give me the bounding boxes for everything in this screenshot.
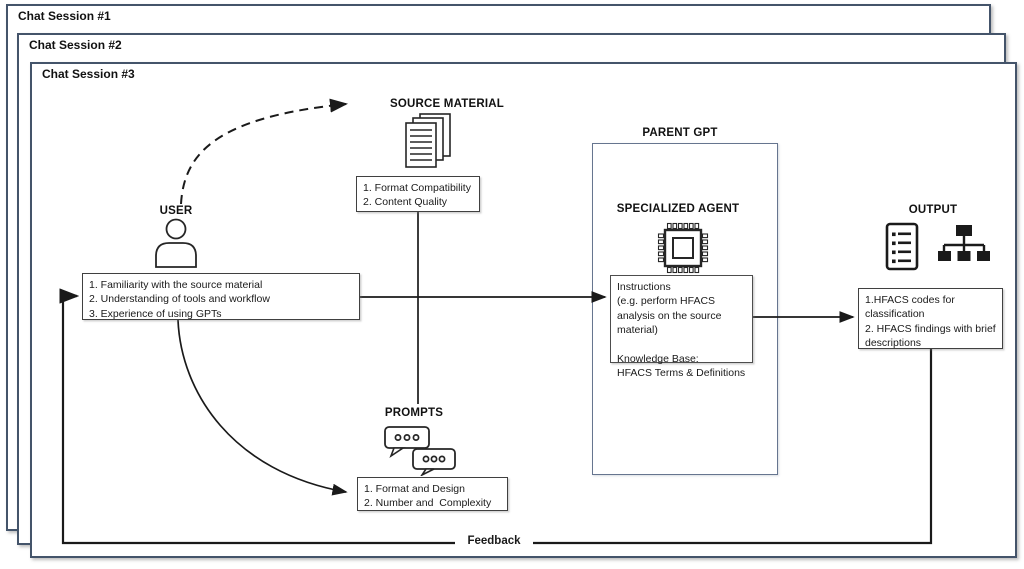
documents-stack-icon: [405, 113, 451, 168]
chat-session-1-title: Chat Session #1: [18, 9, 111, 23]
cpu-chip-icon: [657, 222, 709, 274]
source-material-box: 1. Format Compatibility 2. Content Quali…: [356, 176, 480, 212]
instructions-box: Instructions (e.g. perform HFACS analysi…: [610, 275, 753, 379]
source-material-label: SOURCE MATERIAL: [390, 98, 504, 110]
source-material-item: 1. Format Compatibility: [363, 182, 471, 194]
person-icon: [155, 218, 197, 268]
output-box: 1.HFACS codes for classification 2. HFAC…: [858, 288, 1003, 349]
prompts-item: 1. Format and Design: [364, 483, 465, 495]
instructions-line: [617, 338, 746, 352]
user-label: USER: [159, 205, 193, 217]
checklist-icon: [885, 222, 919, 271]
output-item: 1.HFACS codes for classification: [865, 294, 958, 321]
parent-gpt-label: PARENT GPT: [642, 127, 718, 139]
specialized-agent-label: SPECIALIZED AGENT: [616, 203, 740, 215]
output-item: 2. HFACS findings with brief description…: [865, 322, 999, 350]
hierarchy-icon: [938, 225, 990, 261]
instructions-line: Knowledge Base:: [617, 352, 699, 365]
prompts-box: 1. Format and Design 2. Number and Compl…: [357, 477, 508, 511]
source-material-item: 2. Content Quality: [363, 196, 448, 209]
arrow-user-to-source-material: [180, 98, 348, 205]
user-factor-item: 1. Familiarity with the source material: [89, 279, 263, 291]
arrow-user-to-prompts: [177, 319, 348, 496]
instructions-line: Instructions: [617, 281, 671, 293]
prompts-item: 2. Number and Complexity: [364, 497, 492, 510]
chat-bubbles-icon: [384, 426, 456, 476]
user-factors-box: 1. Familiarity with the source material …: [82, 273, 360, 320]
user-factor-item: 2. Understanding of tools and workflow: [89, 293, 270, 306]
feedback-label: Feedback: [455, 535, 533, 547]
output-label: OUTPUT: [908, 204, 958, 216]
prompts-label: PROMPTS: [384, 407, 444, 419]
chat-session-3-title: Chat Session #3: [42, 67, 135, 81]
instructions-line: (e.g. perform HFACS analysis on the sour…: [617, 295, 725, 337]
user-factor-item: 3. Experience of using GPTs: [89, 307, 222, 320]
instructions-line: HFACS Terms & Definitions: [617, 367, 746, 380]
chat-session-2-title: Chat Session #2: [29, 38, 122, 52]
